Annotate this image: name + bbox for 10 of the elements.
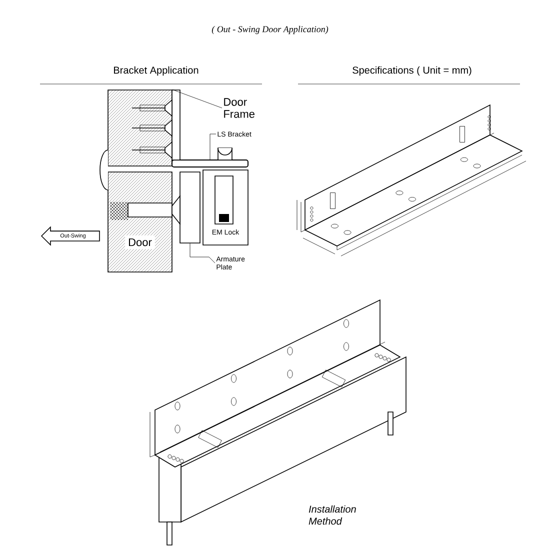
leader-line <box>172 89 222 108</box>
caption-text: Installation Method <box>308 505 356 525</box>
leader-line <box>190 243 216 264</box>
section-heading: Specifications ( Unit = mm) <box>352 66 472 76</box>
door-frame <box>108 90 172 166</box>
door-panel: Door <box>108 172 172 272</box>
callout-label: Door Frame <box>224 98 254 118</box>
section-heading: Bracket Application <box>114 66 198 76</box>
leader-line <box>210 134 216 160</box>
title: ( Out - Swing Door Application) <box>212 26 328 34</box>
